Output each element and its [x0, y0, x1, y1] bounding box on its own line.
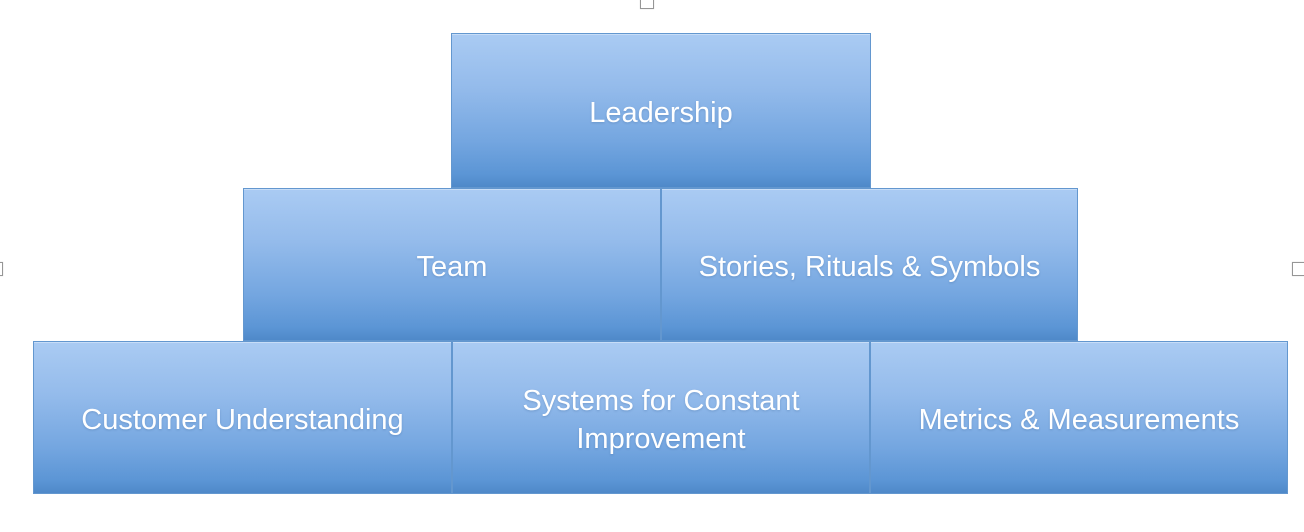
diagram-box-customer-understanding[interactable]: Customer Understanding: [33, 341, 452, 494]
diagram-box-metrics-measurements[interactable]: Metrics & Measurements: [870, 341, 1288, 494]
resize-handle-top-center[interactable]: [640, 0, 654, 9]
diagram-box-stories-rituals-symbols[interactable]: Stories, Rituals & Symbols: [661, 188, 1078, 341]
diagram-box-team[interactable]: Team: [243, 188, 661, 341]
diagram-box-label: Customer Understanding: [81, 403, 404, 436]
diagram-box-label: Leadership: [589, 96, 733, 129]
diagram-box-systems-for-constant-improvement[interactable]: Systems for Constant Improvement: [452, 341, 870, 494]
diagram-box-label: Metrics & Measurements: [918, 403, 1240, 436]
diagram-box-label: Team: [416, 250, 488, 283]
resize-handle-middle-left[interactable]: [0, 262, 3, 276]
resize-handle-middle-right[interactable]: [1292, 262, 1304, 276]
diagram-box-leadership[interactable]: Leadership: [451, 33, 871, 188]
diagram-box-label: Stories, Rituals & Symbols: [698, 250, 1041, 283]
diagram-box-label: Systems for Constant Improvement: [522, 385, 800, 455]
